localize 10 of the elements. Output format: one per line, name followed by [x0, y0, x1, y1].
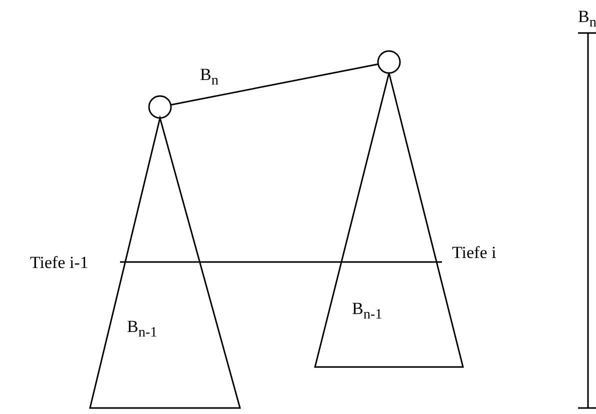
dimension-label: B$_{n}$	[578, 8, 596, 30]
connector-line	[170, 63, 378, 106]
depth-label: Tiefe i	[452, 244, 496, 261]
subtree-triangle	[90, 118, 240, 408]
tree-label: B$_{n}$	[200, 66, 218, 88]
depth-label: Tiefe i-1	[30, 254, 88, 271]
subtree-label: B$_{n-1}$	[352, 300, 382, 322]
circle-node	[377, 50, 401, 74]
circle-node	[148, 95, 172, 119]
subtree-label: B$_{n-1}$	[127, 318, 158, 340]
